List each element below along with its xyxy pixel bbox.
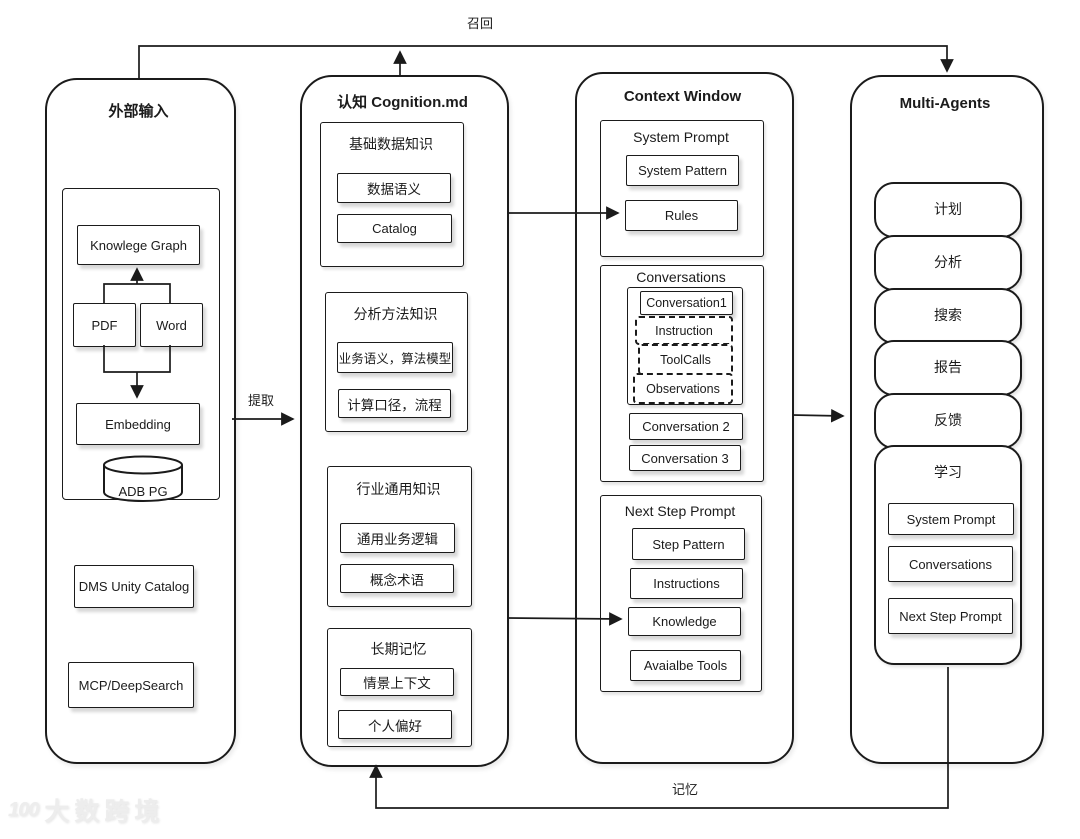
ma-system-prompt-node: System Prompt <box>888 503 1014 535</box>
toolcalls-node: ToolCalls <box>638 344 733 375</box>
database-cylinder-icon <box>103 455 183 503</box>
data-semantics-node: 数据语义 <box>337 173 451 203</box>
knowledge-node: Knowledge <box>628 607 741 636</box>
adb-pg-database-node: ADB PG <box>100 454 186 503</box>
word-node: Word <box>140 303 203 347</box>
long-term-memory-title: 长期记忆 <box>370 641 427 657</box>
knowledge-graph-node: Knowlege Graph <box>77 225 200 265</box>
personal-preference-node: 个人偏好 <box>338 710 452 739</box>
context-to-agents-arrow <box>791 408 845 423</box>
ma-conversations-node: Conversations <box>888 546 1013 582</box>
agent-card-feedback: 反馈 <box>874 393 1022 449</box>
conversation2-node: Conversation 2 <box>629 413 743 440</box>
cognition-title: 认知 Cognition.md <box>337 94 468 111</box>
conversation3-node: Conversation 3 <box>629 445 741 471</box>
external-input-title: 外部输入 <box>108 103 169 120</box>
scenario-context-node: 情景上下文 <box>340 668 454 696</box>
instruction-node: Instruction <box>635 316 733 345</box>
analysis-method-knowledge-title: 分析方法知识 <box>353 306 438 322</box>
recall-arrow <box>138 45 954 79</box>
instructions-node: Instructions <box>630 568 743 599</box>
mcp-deepsearch-node: MCP/DeepSearch <box>68 662 194 708</box>
business-semantics-node: 业务语义，算法模型 <box>337 342 453 373</box>
agent-card-analysis: 分析 <box>874 235 1022 291</box>
agent-card-report: 报告 <box>874 340 1022 396</box>
industry-common-knowledge-title: 行业通用知识 <box>356 481 441 497</box>
memory-edge-label: 记忆 <box>671 782 698 797</box>
dms-unity-catalog-node: DMS Unity Catalog <box>74 565 194 608</box>
watermark-logo: 100 <box>8 798 39 821</box>
recall-edge-label: 召回 <box>466 16 493 31</box>
common-business-logic-node: 通用业务逻辑 <box>340 523 455 553</box>
ma-next-step-prompt-node: Next Step Prompt <box>888 598 1013 634</box>
system-prompt-group <box>600 120 764 257</box>
adb-pg-label: ADB PG <box>118 484 168 499</box>
multi-agents-title: Multi-Agents <box>899 95 991 112</box>
observations-node: Observations <box>633 373 733 404</box>
embedding-node: Embedding <box>76 403 200 445</box>
agent-card-plan: 计划 <box>874 182 1022 238</box>
conversations-group-title: Conversations <box>636 269 726 285</box>
system-pattern-node: System Pattern <box>626 155 739 186</box>
catalog-node: Catalog <box>337 214 452 243</box>
watermark-text: 大数跨境 <box>44 798 165 826</box>
step-pattern-node: Step Pattern <box>632 528 745 560</box>
next-step-prompt-group-title: Next Step Prompt <box>624 503 736 519</box>
system-prompt-group-title: System Prompt <box>633 129 729 145</box>
context-window-title: Context Window <box>623 88 742 105</box>
conversation1-node: Conversation1 <box>640 291 733 315</box>
agent-card-search: 搜索 <box>874 288 1022 344</box>
concept-terms-node: 概念术语 <box>340 564 454 593</box>
basic-data-knowledge-title: 基础数据知识 <box>349 136 433 152</box>
calculation-caliber-node: 计算口径，流程 <box>338 389 451 418</box>
available-tools-node: Avaialbe Tools <box>630 650 741 681</box>
extract-edge-label: 提取 <box>247 393 274 408</box>
rules-node: Rules <box>625 200 738 231</box>
watermark: 100 大数跨境 <box>8 792 164 828</box>
pdf-node: PDF <box>73 303 136 347</box>
